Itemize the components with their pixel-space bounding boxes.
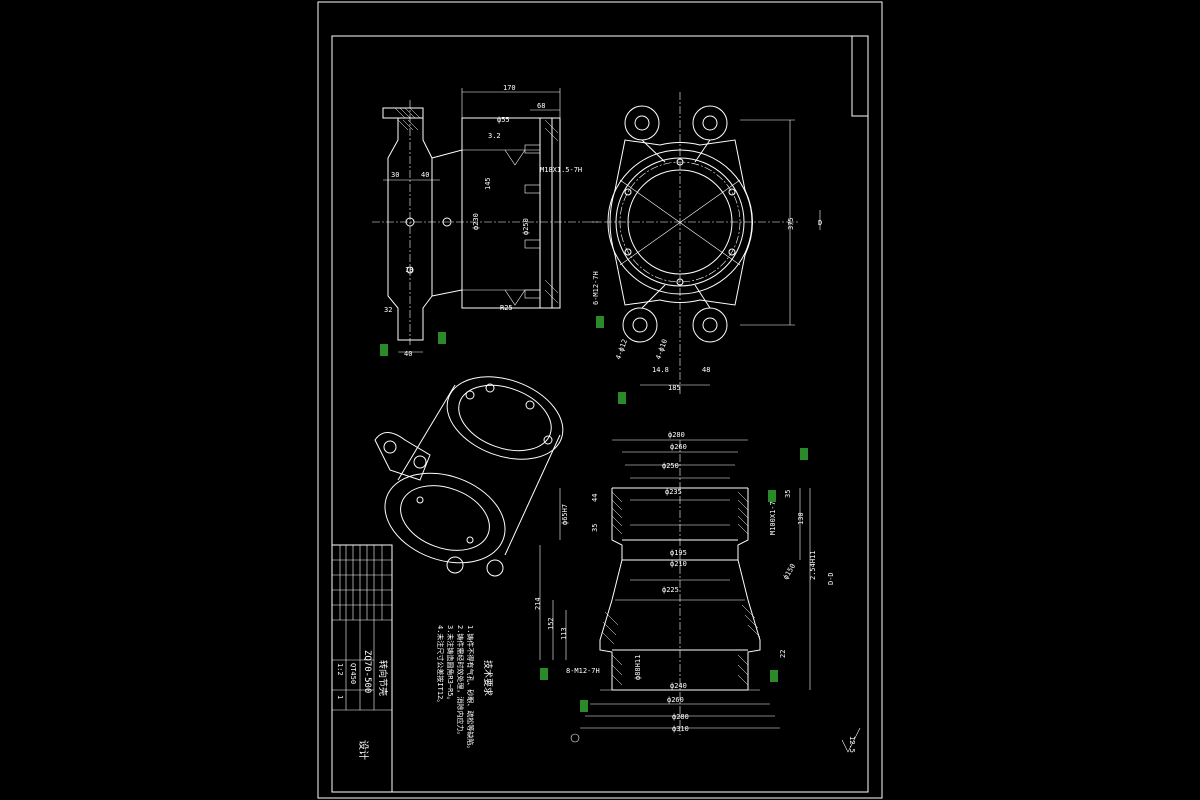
technical-notes: 技术要求 1.铸件不得有气孔、砂眼、疏松等缺陷。 2.铸件需经时效处理，消除内应… [436,625,494,752]
dim-phi225: ф225 [662,586,679,594]
thread-8-m12: 8-M12-7H [566,667,600,675]
dim-145: 145 [484,177,492,190]
dim-214: 214 [534,597,542,610]
dim-40b: 40 [404,350,412,358]
dim-22: 22 [779,650,787,658]
roughness-symbol: 12.5 [841,727,861,753]
roughness-value: 12.5 [848,736,856,753]
dim-48: 48 [702,366,710,374]
dim-35: 35 [591,524,599,532]
dim-phi260b: ф260 [667,696,684,704]
note-line-4: 4.未注尺寸公差按IT12。 [436,625,445,706]
dim-phi55: ф55 [497,116,510,124]
note-line-3: 3.未注铸造圆角R3~R5。 [446,625,455,704]
isometric-view [374,376,564,577]
section-view-dd: ф280 ф260 ф250 ф235 ф195 ф210 ф225 ф240 … [534,431,835,743]
dim-68: 68 [537,102,545,110]
dim-30: 30 [391,171,399,179]
dim-32: 3.2 [488,132,501,140]
dim-phi250: ф250 [662,462,679,470]
title-part-name: 转向节壳 [377,660,389,696]
dim-32b: 32 [384,306,392,314]
tol-phi150: ф150 [782,562,797,581]
dim-r25: R25 [500,304,513,312]
holes-4-phi12: 4-ф12 [614,338,629,361]
dim-phi230: ф230 [472,213,480,230]
dim-35b: 35 [784,490,792,498]
dim-phi250: ф250 [522,218,530,235]
section-label-dd: D-D [827,572,835,585]
title-block: ZQ70-500 转向节壳 QT450 1:2 1 设计 [331,544,393,793]
dim-14-8: 14.8 [652,366,669,374]
sheet-inner-border [331,35,869,793]
sheet-outer-border [317,1,883,799]
title-scale: 1:2 [336,663,344,676]
title-drawing-no: ZQ70-500 [362,650,372,693]
dim-185: 185 [668,384,681,392]
dim-phi280b: ф280 [672,713,689,721]
dim-phi280: ф280 [668,431,685,439]
dim-18: 18 [405,266,413,274]
tol-phi88h11: ф88H11 [634,655,642,680]
dim-40: 40 [421,171,429,179]
thread-m100: M100X1-7H [769,497,777,535]
title-sheet: 1 [336,695,344,699]
plan-view: 375 185 14.8 48 4-ф12 4-ф10 6-M12-7H D [590,92,822,404]
dim-phi210: ф210 [670,560,687,568]
corner-code-box [851,35,869,117]
dim-375: 375 [787,217,795,230]
dim-phi260: ф260 [670,443,687,451]
thread-m18: M18X1.5-7H [540,166,582,174]
side-elevation-view: 170 68 ф55 3.2 30 40 145 18 32 40 M18X1.… [372,84,600,358]
dim-phi235: ф235 [665,488,682,496]
dim-phi195: ф195 [670,549,687,557]
tol-phi65h7: ф65H7 [561,504,569,525]
dim-130: 130 [797,512,805,525]
dim-170: 170 [503,84,516,92]
dim-152: 152 [547,617,555,630]
dim-113: 113 [560,627,568,640]
dim-44: 44 [591,494,599,502]
dim-phi240: ф240 [670,682,687,690]
dim-phi310: ф310 [672,725,689,733]
title-material: QT450 [349,663,357,684]
holes-4-phi10: 4-ф10 [654,338,669,361]
tol-2-54h11: 2.54H11 [809,550,817,580]
title-org: 设计 [357,740,370,760]
holes-6-m12: 6-M12-7H [592,271,600,305]
notes-heading: 技术要求 [482,660,494,696]
note-line-2: 2.铸件需经时效处理，消除内应力。 [456,625,465,738]
note-line-1: 1.铸件不得有气孔、砂眼、疏松等缺陷。 [466,625,475,752]
